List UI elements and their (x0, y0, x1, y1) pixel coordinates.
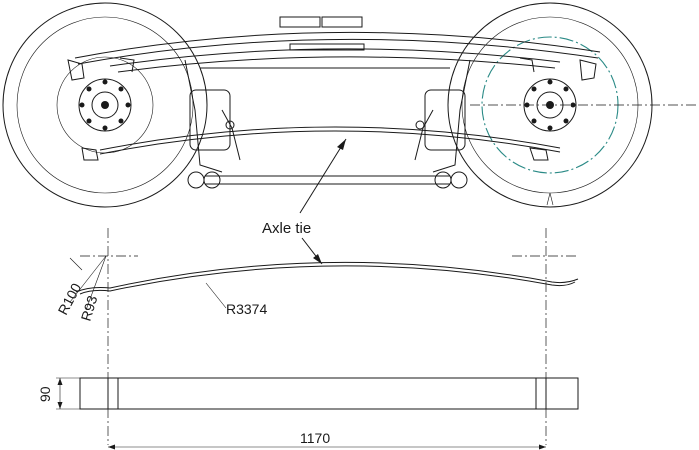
radius-r93-label: R93 (78, 293, 101, 322)
radius-r3374-label: R3374 (226, 301, 267, 317)
axle-tie-label: Axle tie (262, 220, 311, 237)
dimension-1170-label: 1170 (300, 430, 330, 446)
dimension-1170 (108, 444, 546, 450)
left-wheel (2, 2, 208, 208)
dimension-90 (56, 377, 80, 410)
right-wheel (447, 2, 653, 208)
bogie-frame (184, 59, 471, 189)
rod-plan (79, 377, 579, 410)
axle-tie-rod (99, 126, 561, 155)
dimension-90-label: 90 (37, 386, 53, 402)
rod-profile (69, 228, 579, 445)
leaf-spring (74, 16, 601, 73)
axle-tie-leaders (299, 138, 347, 265)
bogie-assembly (2, 2, 699, 208)
